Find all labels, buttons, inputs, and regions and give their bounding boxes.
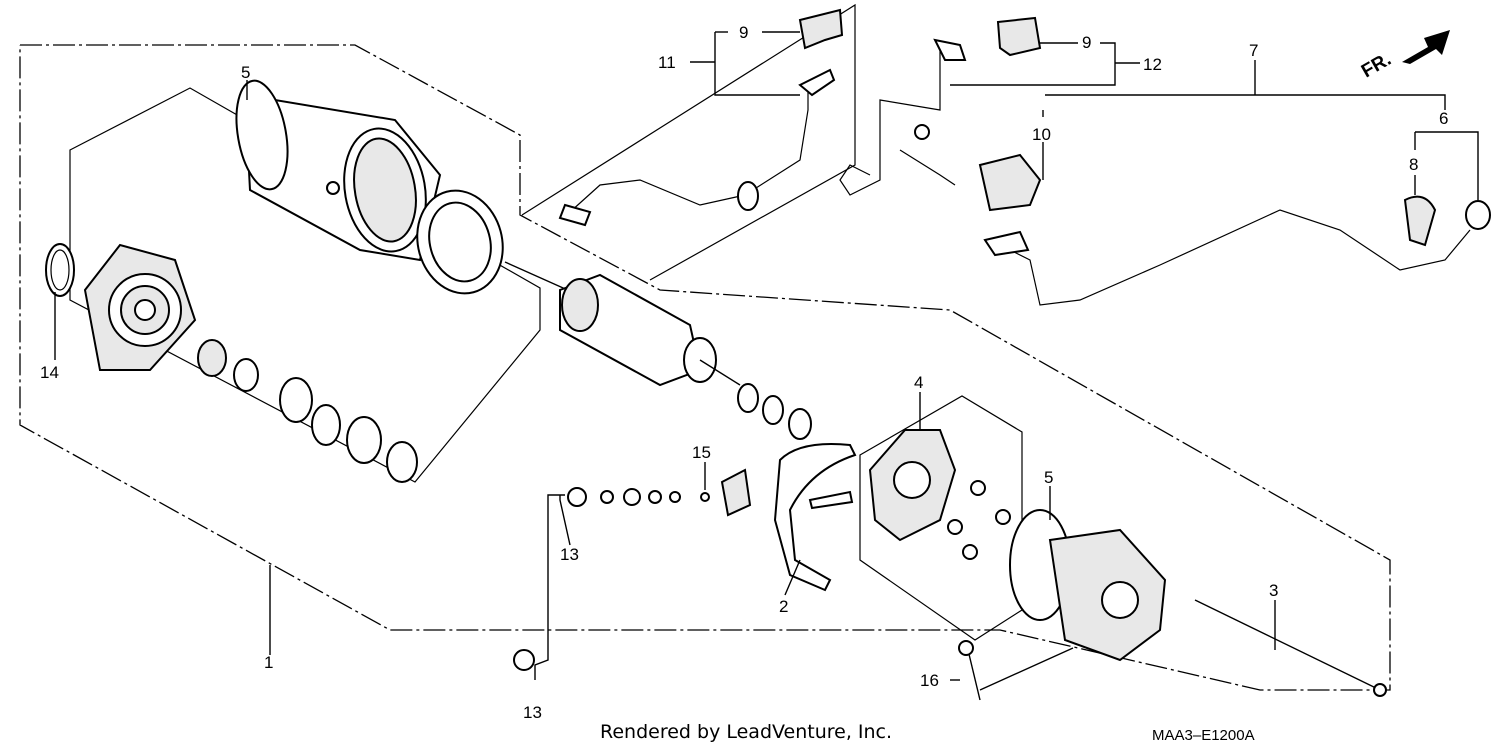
- footer-credit: Rendered by LeadVenture, Inc.: [600, 721, 892, 743]
- callout-4: 4: [914, 373, 923, 392]
- callout-14: 14: [40, 363, 59, 382]
- callout-6: 6: [1439, 109, 1448, 128]
- front-cover-subgroup-outline: [69, 87, 541, 483]
- callout-8: 8: [1409, 155, 1418, 174]
- callout-10: 10: [1032, 125, 1051, 144]
- callout-9-left: 9: [739, 23, 748, 42]
- front-direction-indicator: FR.: [1358, 30, 1450, 82]
- starter-cable-12: [839, 16, 1042, 196]
- brush-holder: [868, 429, 1011, 560]
- front-cover: [45, 243, 197, 371]
- callout-3: 3: [1269, 581, 1278, 600]
- cable-subgroup-outline: [521, 3, 856, 281]
- ground-cable-7: [978, 153, 1491, 306]
- through-bolt: [1194, 599, 1387, 697]
- front-arrow-icon: [1402, 30, 1450, 64]
- callout-5-yoke: 5: [241, 63, 250, 82]
- armature: [504, 261, 812, 440]
- bearing-and-washers: [197, 339, 418, 483]
- callout-13-upper: 13: [560, 545, 579, 564]
- mounting-bolt: [958, 640, 981, 701]
- callout-5-cover: 5: [1044, 468, 1053, 487]
- callout-12: 12: [1143, 55, 1162, 74]
- starter-cable-11: [558, 8, 844, 227]
- callout-15: 15: [692, 443, 711, 462]
- callout-11: 11: [658, 53, 676, 72]
- starter-yoke: [235, 79, 442, 262]
- callouts: 1 2 3 4 5 5 6 7 8 9 9 10 11 12 13 13 14 …: [40, 23, 1448, 722]
- brush-plate: [773, 443, 857, 592]
- rear-cover: [1009, 509, 1167, 662]
- callout-16: 16: [920, 671, 939, 690]
- callout-1: 1: [264, 653, 273, 672]
- callout-9-right: 9: [1082, 33, 1091, 52]
- callout-2: 2: [779, 597, 788, 616]
- direction-label: FR.: [1358, 49, 1395, 82]
- assembly-outline: [19, 44, 1391, 691]
- callout-13-lower: 13: [523, 703, 542, 722]
- leader-lines: [54, 31, 1479, 691]
- terminal-nuts-washers: [513, 468, 752, 671]
- callout-7: 7: [1249, 41, 1258, 60]
- insulator-ring: [416, 189, 504, 295]
- diagram-code: MAA3–E1200A: [1152, 727, 1255, 744]
